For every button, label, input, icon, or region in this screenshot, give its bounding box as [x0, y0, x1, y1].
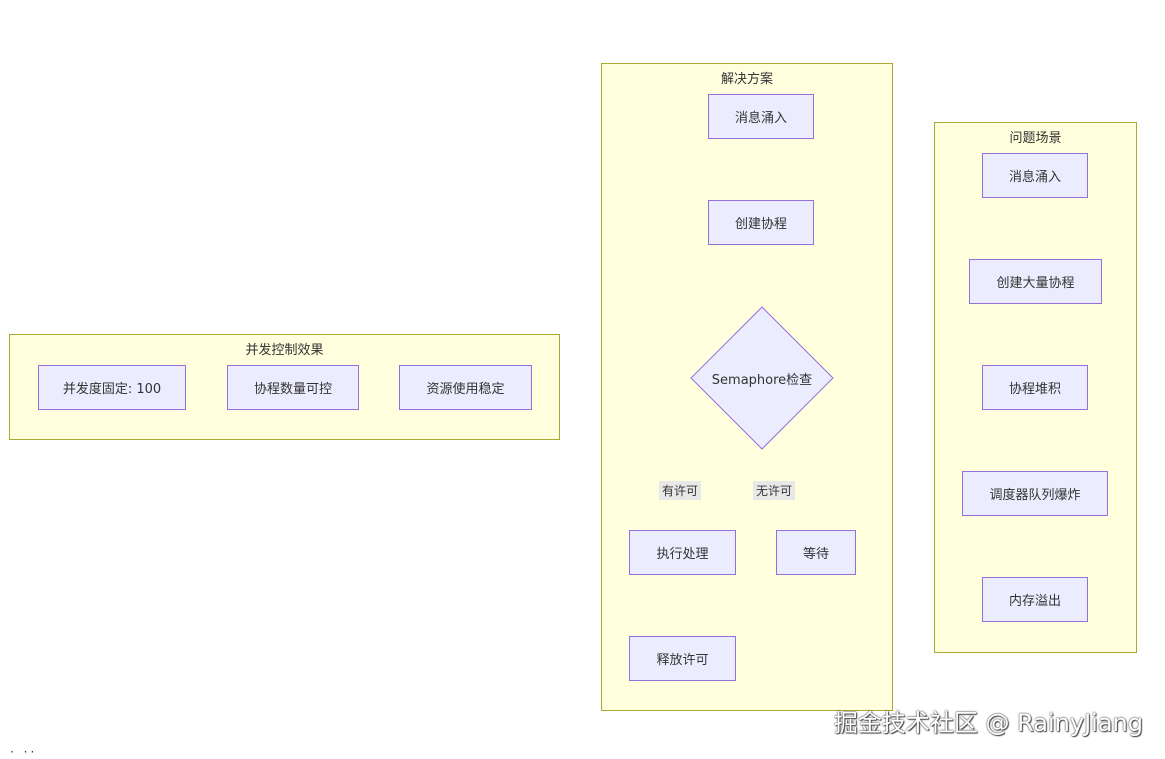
edge-label-no-permit: 无许可	[753, 481, 796, 500]
node-semaphore-check-label: Semaphore检查	[711, 372, 813, 388]
node-scheduler-queue-explosion: 调度器队列爆炸	[962, 471, 1108, 516]
node-wait: 等待	[776, 530, 856, 575]
edge-label-has-permit: 有许可	[659, 481, 702, 500]
stray-marks: · ··	[10, 745, 38, 759]
node-resource-stable: 资源使用稳定	[399, 365, 532, 410]
cluster-problem-title: 问题场景	[1009, 131, 1062, 146]
cluster-concurrency-title: 并发控制效果	[245, 343, 324, 358]
node-semaphore-check-diamond	[690, 306, 834, 450]
node-goroutine-pileup: 协程堆积	[982, 365, 1088, 410]
watermark: 掘金技术社区 @ RainyJiang	[833, 709, 1143, 737]
node-fixed-concurrency: 并发度固定: 100	[38, 365, 186, 410]
node-release-permit: 释放许可	[629, 636, 736, 681]
node-goroutine-count-controlled: 协程数量可控	[227, 365, 359, 410]
node-execute-processing: 执行处理	[629, 530, 736, 575]
node-problem-message-inflow: 消息涌入	[982, 153, 1088, 198]
node-create-many-goroutines: 创建大量协程	[969, 259, 1102, 304]
node-solution-create-goroutine: 创建协程	[708, 200, 814, 245]
node-solution-message-inflow: 消息涌入	[708, 94, 814, 139]
cluster-solution-title: 解决方案	[720, 72, 773, 87]
node-memory-overflow: 内存溢出	[982, 577, 1088, 622]
